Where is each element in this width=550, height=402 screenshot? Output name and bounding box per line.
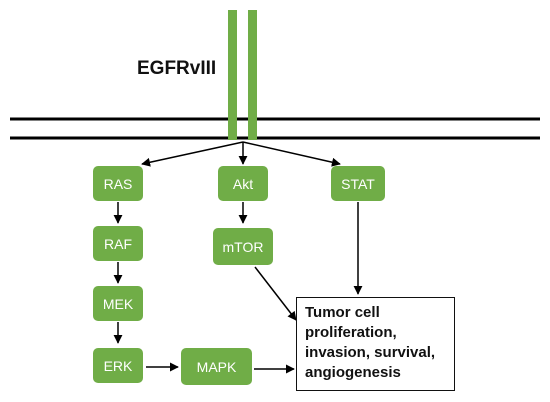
receptor-label: EGFRvIII xyxy=(137,58,217,79)
node-akt: Akt xyxy=(218,166,268,201)
node-mtor: mTOR xyxy=(213,228,273,265)
arrow-mtor-outcome xyxy=(254,266,297,321)
outcome-line: angiogenesis xyxy=(305,364,401,381)
arrow-receptor-stat xyxy=(242,141,341,167)
receptor-bar-left xyxy=(228,10,237,140)
outcome-line: invasion, survival, xyxy=(305,344,436,361)
node-ras: RAS xyxy=(93,166,143,201)
node-raf: RAF xyxy=(93,226,143,261)
outcome-box: Tumor cell proliferation, invasion, surv… xyxy=(296,297,455,391)
outcome-line: proliferation, xyxy=(305,324,397,341)
node-erk: ERK xyxy=(93,348,143,383)
receptor-bar-right xyxy=(248,10,257,140)
arrow-receptor-ras xyxy=(141,141,244,167)
node-mek: MEK xyxy=(93,286,143,321)
outcome-line: Tumor cell xyxy=(305,304,380,321)
node-stat: STAT xyxy=(331,166,385,201)
node-mapk: MAPK xyxy=(181,348,252,385)
